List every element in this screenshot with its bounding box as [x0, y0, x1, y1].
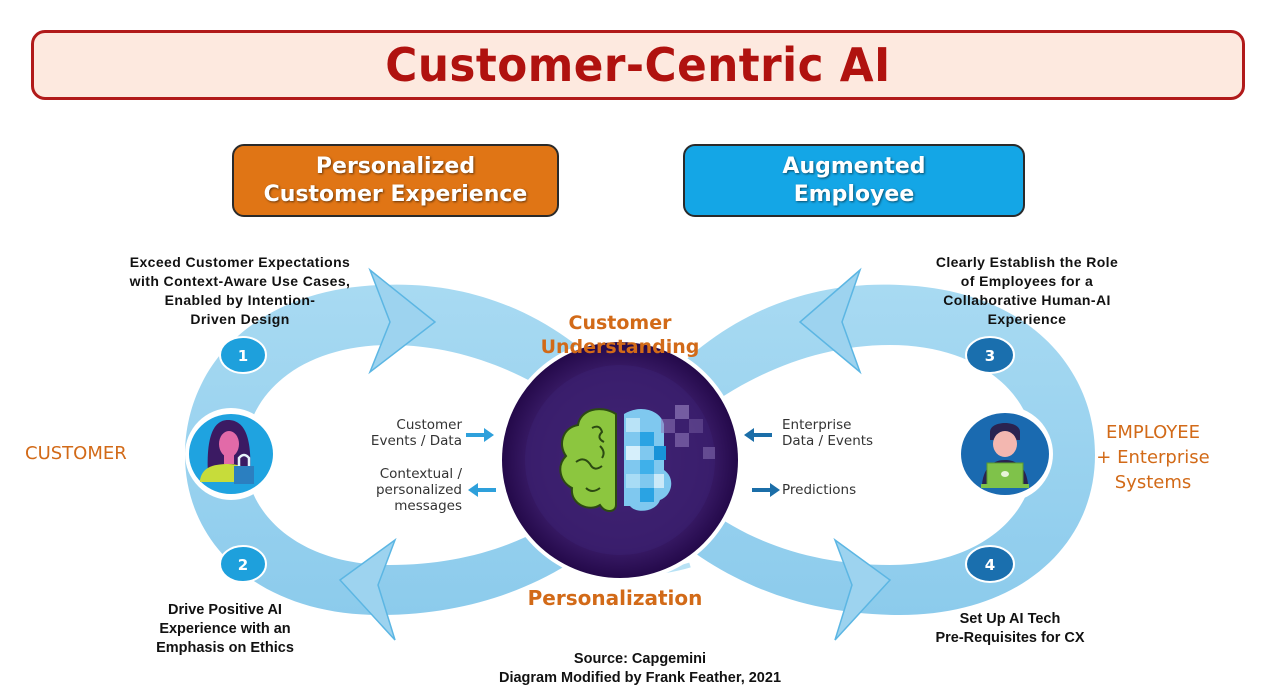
step-number: 4: [985, 556, 995, 574]
arrow-left-icon: [338, 537, 397, 641]
flow-arrows: [466, 428, 780, 497]
step-number: 3: [985, 347, 995, 365]
category-line: Customer Experience: [263, 181, 528, 207]
text-line: Set Up AI Tech: [959, 611, 1061, 627]
step-number: 2: [238, 556, 248, 574]
category-augmented-employee: Augmented Employee: [683, 144, 1025, 217]
customer-events-label: Customer Events / Data: [338, 417, 462, 449]
contextual-messages-label: Contextual / personalized messages: [338, 466, 462, 514]
arrow-out-messages-icon: [468, 483, 496, 497]
brain-organic-icon: [559, 408, 617, 512]
enterprise-data-label: Enterprise Data / Events: [782, 417, 922, 449]
text-line: Enterprise: [782, 417, 852, 433]
predictions-label: Predictions: [782, 482, 857, 498]
text-line: Customer: [568, 312, 672, 334]
personalization-label: Personalization: [527, 586, 703, 610]
step-3-description: Clearly Establish the Role of Employees …: [882, 253, 1172, 329]
text-line: Clearly Establish the Role: [935, 254, 1119, 270]
text-line: Events / Data: [370, 433, 462, 449]
text-line: personalized: [375, 482, 462, 498]
category-personalized-customer-experience: Personalized Customer Experience: [232, 144, 559, 217]
text-line: Drive Positive AI: [168, 602, 282, 618]
pixel-squares-decoration: [661, 405, 715, 459]
text-line: Collaborative Human-AI: [943, 292, 1111, 308]
step-badge-3: 3: [965, 336, 1015, 374]
text-line: Diagram Modified by Frank Feather, 2021: [498, 670, 782, 686]
text-line: Enabled by Intention-: [164, 292, 316, 308]
employee-laptop-icon: [981, 423, 1029, 488]
arrow-in-enterprise-data-icon: [744, 428, 772, 442]
arrow-left-icon: [798, 267, 862, 375]
customer-shopper-icon: [200, 420, 254, 484]
text-line: Understanding: [540, 336, 700, 358]
step-2-description: Drive Positive AI Experience with an Emp…: [100, 601, 350, 658]
title-banner: Customer-Centric AI: [31, 30, 1245, 100]
employee-label: EMPLOYEE + Enterprise Systems: [1078, 420, 1228, 495]
left-loop-band: [185, 284, 620, 615]
text-line: Customer: [396, 417, 462, 433]
arrow-out-predictions-icon: [752, 483, 780, 497]
text-line: messages: [394, 498, 462, 514]
arrow-right-icon: [833, 537, 892, 641]
category-line: Personalized: [315, 153, 476, 179]
text-line: + Enterprise: [1096, 447, 1210, 468]
step-badge-1: 1: [219, 336, 267, 374]
text-line: Exceed Customer Expectations: [129, 254, 351, 270]
brain-digital-icon: [624, 409, 672, 511]
text-line: Data / Events: [782, 433, 874, 449]
text-line: of Employees for a: [960, 273, 1094, 289]
step-badge-4: 4: [965, 545, 1015, 583]
customer-understanding-label: Customer Understanding: [520, 311, 720, 359]
text-line: Driven Design: [190, 311, 290, 327]
category-line: Augmented: [782, 153, 926, 179]
step-4-description: Set Up AI Tech Pre-Requisites for CX: [900, 610, 1120, 648]
text-line: with Context-Aware Use Cases,: [129, 273, 351, 289]
text-line: EMPLOYEE: [1105, 422, 1201, 443]
left-loop: [185, 267, 620, 641]
text-line: Pre-Requisites for CX: [935, 630, 1085, 646]
page-title: Customer-Centric AI: [385, 38, 891, 92]
source-credit: Source: Capgemini Diagram Modified by Fr…: [440, 650, 840, 688]
text-line: Source: Capgemini: [573, 651, 707, 667]
text-line: Experience with an: [159, 621, 291, 637]
step-badge-2: 2: [219, 545, 267, 583]
ai-brain-hub: [498, 338, 742, 582]
text-line: Contextual /: [379, 466, 462, 482]
step-1-description: Exceed Customer Expectations with Contex…: [92, 253, 388, 329]
customer-label: CUSTOMER: [25, 443, 127, 464]
text-line: Emphasis on Ethics: [156, 640, 294, 656]
category-line: Employee: [793, 181, 915, 207]
text-line: Systems: [1114, 472, 1192, 493]
step-number: 1: [238, 347, 248, 365]
employee-avatar: [957, 406, 1053, 502]
text-line: Experience: [987, 311, 1067, 327]
arrow-right-icon: [368, 267, 437, 375]
arrow-in-customer-events-icon: [466, 428, 494, 442]
customer-avatar: [185, 408, 277, 500]
